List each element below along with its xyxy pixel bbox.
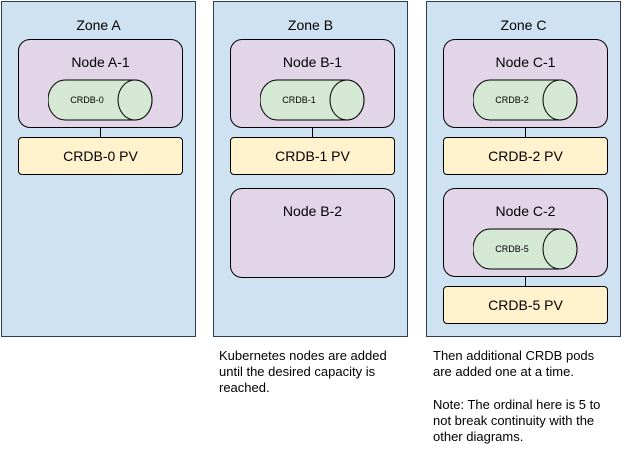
cylinder-icon bbox=[472, 79, 578, 121]
pv-crdb-1: CRDB-1 PV bbox=[230, 137, 395, 175]
pod-crdb-1: CRDB-1 bbox=[259, 79, 368, 121]
zone-c: Zone C Node C-1 CRDB-2 CRDB-2 PV Node C-… bbox=[426, 1, 621, 337]
pv-crdb-2: CRDB-2 PV bbox=[443, 137, 608, 175]
connector-line bbox=[525, 277, 526, 286]
node-c-2: Node C-2 CRDB-5 bbox=[443, 188, 608, 277]
pod-label: CRDB-2 bbox=[495, 95, 529, 105]
node-title: Node C-2 bbox=[495, 203, 556, 219]
node-b-1: Node B-1 CRDB-1 bbox=[230, 39, 395, 128]
node-a-1: Node A-1 CRDB-0 bbox=[18, 39, 183, 128]
zone-a: Zone A Node A-1 CRDB-0 CRDB-0 PV bbox=[1, 1, 196, 337]
pod-label: CRDB-1 bbox=[282, 95, 316, 105]
node-title: Node C-1 bbox=[495, 54, 556, 70]
pv-crdb-0: CRDB-0 PV bbox=[18, 137, 183, 175]
connector-line bbox=[525, 128, 526, 137]
note-zone-c-pods: Then additional CRDB pods are added one … bbox=[433, 348, 595, 379]
node-title: Node A-1 bbox=[71, 54, 130, 70]
pod-crdb-0: CRDB-0 bbox=[47, 79, 156, 121]
zone-title: Zone A bbox=[76, 17, 121, 33]
note-zone-b: Kubernetes nodes are added until the des… bbox=[219, 348, 387, 395]
connector-line bbox=[312, 128, 313, 137]
connector-line bbox=[100, 128, 101, 137]
zone-title: Zone C bbox=[500, 17, 547, 33]
pod-label: CRDB-0 bbox=[70, 95, 104, 105]
pod-crdb-5: CRDB-5 bbox=[472, 228, 581, 270]
cylinder-icon bbox=[47, 79, 153, 121]
cylinder-icon bbox=[472, 228, 578, 270]
zone-b: Zone B Node B-1 CRDB-1 CRDB-1 PV Node B-… bbox=[213, 1, 408, 337]
zone-title: Zone B bbox=[287, 17, 334, 33]
pv-crdb-5: CRDB-5 PV bbox=[443, 286, 608, 324]
cylinder-icon bbox=[259, 79, 365, 121]
node-title: Node B-2 bbox=[282, 203, 343, 219]
node-b-2: Node B-2 bbox=[230, 188, 395, 278]
pod-crdb-2: CRDB-2 bbox=[472, 79, 581, 121]
pod-label: CRDB-5 bbox=[495, 244, 529, 254]
node-c-1: Node C-1 CRDB-2 bbox=[443, 39, 608, 128]
node-title: Node B-1 bbox=[282, 54, 343, 70]
note-zone-c-ordinal: Note: The ordinal here is 5 to not break… bbox=[433, 397, 601, 444]
